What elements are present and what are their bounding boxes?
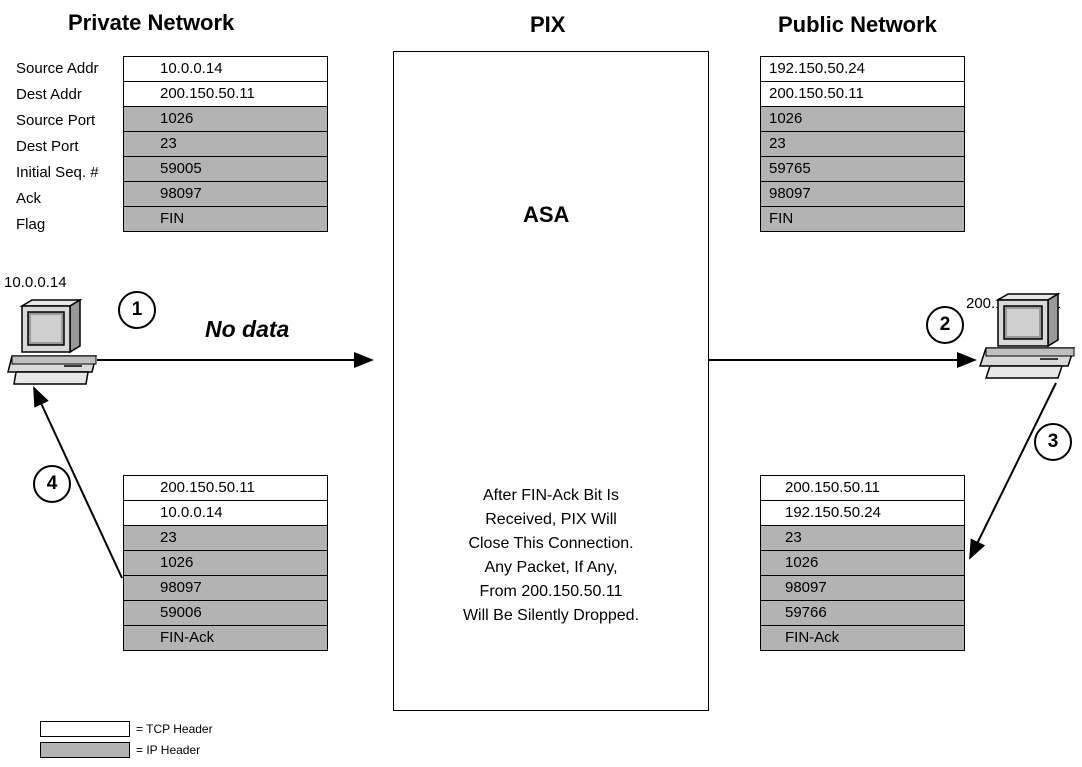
private-network-heading: Private Network	[68, 10, 235, 35]
table-row: 192.150.50.24	[760, 500, 965, 526]
legend-tcp-label: = TCP Header	[136, 722, 213, 736]
table-row: 23	[760, 525, 965, 551]
step-1-marker: 1	[118, 291, 156, 329]
pix-heading: PIX	[530, 12, 566, 37]
asa-label: ASA	[523, 202, 570, 227]
no-data-label: No data	[205, 316, 290, 342]
packet-table-private-out: 10.0.0.14 200.150.50.11 1026 23 59005 98…	[123, 56, 328, 232]
packet-field: 23	[123, 131, 328, 157]
packet-field: 59005	[123, 156, 328, 182]
table-row: FIN-Ack	[123, 625, 328, 651]
packet-field: FIN-Ack	[760, 625, 965, 651]
row-label-initial-seq: Initial Seq. #	[16, 164, 99, 181]
table-row: FIN	[760, 206, 965, 232]
packet-field: 59766	[760, 600, 965, 626]
packet-field: 23	[760, 525, 965, 551]
row-label-dest-addr: Dest Addr	[16, 86, 82, 103]
table-row: 1026	[760, 550, 965, 576]
step-2-marker: 2	[926, 306, 964, 344]
packet-table-public-in: 200.150.50.11 192.150.50.24 23 1026 9809…	[760, 475, 965, 651]
step-3-marker: 3	[1034, 423, 1072, 461]
outside-computer-icon	[978, 292, 1076, 379]
packet-field: FIN	[760, 206, 965, 232]
table-row: 1026	[760, 106, 965, 132]
legend-ip-swatch	[40, 742, 130, 758]
pix-connection-note: After FIN-Ack Bit Is Received, PIX Will …	[462, 487, 640, 624]
packet-field: 1026	[123, 106, 328, 132]
table-row: FIN-Ack	[760, 625, 965, 651]
packet-table-public-out: 192.150.50.24 200.150.50.11 1026 23 5976…	[760, 56, 965, 232]
packet-field: FIN-Ack	[123, 625, 328, 651]
table-row: 98097	[123, 181, 328, 207]
table-row: 23	[123, 131, 328, 157]
table-row: 59005	[123, 156, 328, 182]
inside-computer-icon	[7, 298, 97, 385]
row-label-source-port: Source Port	[16, 112, 96, 129]
arrow-from-outside-host	[969, 382, 1057, 560]
table-row: 10.0.0.14	[123, 500, 328, 526]
packet-table-private-in: 200.150.50.11 10.0.0.14 23 1026 98097 59…	[123, 475, 328, 651]
table-row: 98097	[760, 575, 965, 601]
row-label-flag: Flag	[16, 216, 46, 233]
packet-field: 1026	[760, 106, 965, 132]
table-row: 59766	[760, 600, 965, 626]
row-label-source-addr: Source Addr	[16, 60, 99, 77]
packet-field: 200.150.50.11	[123, 475, 328, 501]
arrow-to-inside-host	[33, 386, 123, 579]
packet-field: 98097	[123, 181, 328, 207]
step-4-marker: 4	[33, 465, 71, 503]
packet-field: FIN	[123, 206, 328, 232]
packet-field: 200.150.50.11	[760, 81, 965, 107]
inside-host-label: 10.0.0.14	[4, 274, 67, 291]
row-label-dest-port: Dest Port	[16, 138, 79, 155]
public-network-heading: Public Network	[778, 12, 937, 37]
table-row: 23	[760, 131, 965, 157]
table-row: FIN	[123, 206, 328, 232]
packet-field: 10.0.0.14	[123, 500, 328, 526]
legend-ip-label: = IP Header	[136, 743, 201, 757]
table-row: 1026	[123, 106, 328, 132]
row-labels: Source Addr Dest Addr Source Port Dest P…	[16, 56, 99, 238]
packet-field: 192.150.50.24	[760, 500, 965, 526]
packet-field: 98097	[760, 575, 965, 601]
table-row: 200.150.50.11	[123, 475, 328, 501]
packet-field: 1026	[760, 550, 965, 576]
row-label-ack: Ack	[16, 190, 42, 207]
packet-field: 23	[760, 131, 965, 157]
legend-tcp-swatch	[40, 721, 130, 737]
pix-firewall-box	[393, 51, 709, 711]
table-row: 200.150.50.11	[760, 81, 965, 107]
